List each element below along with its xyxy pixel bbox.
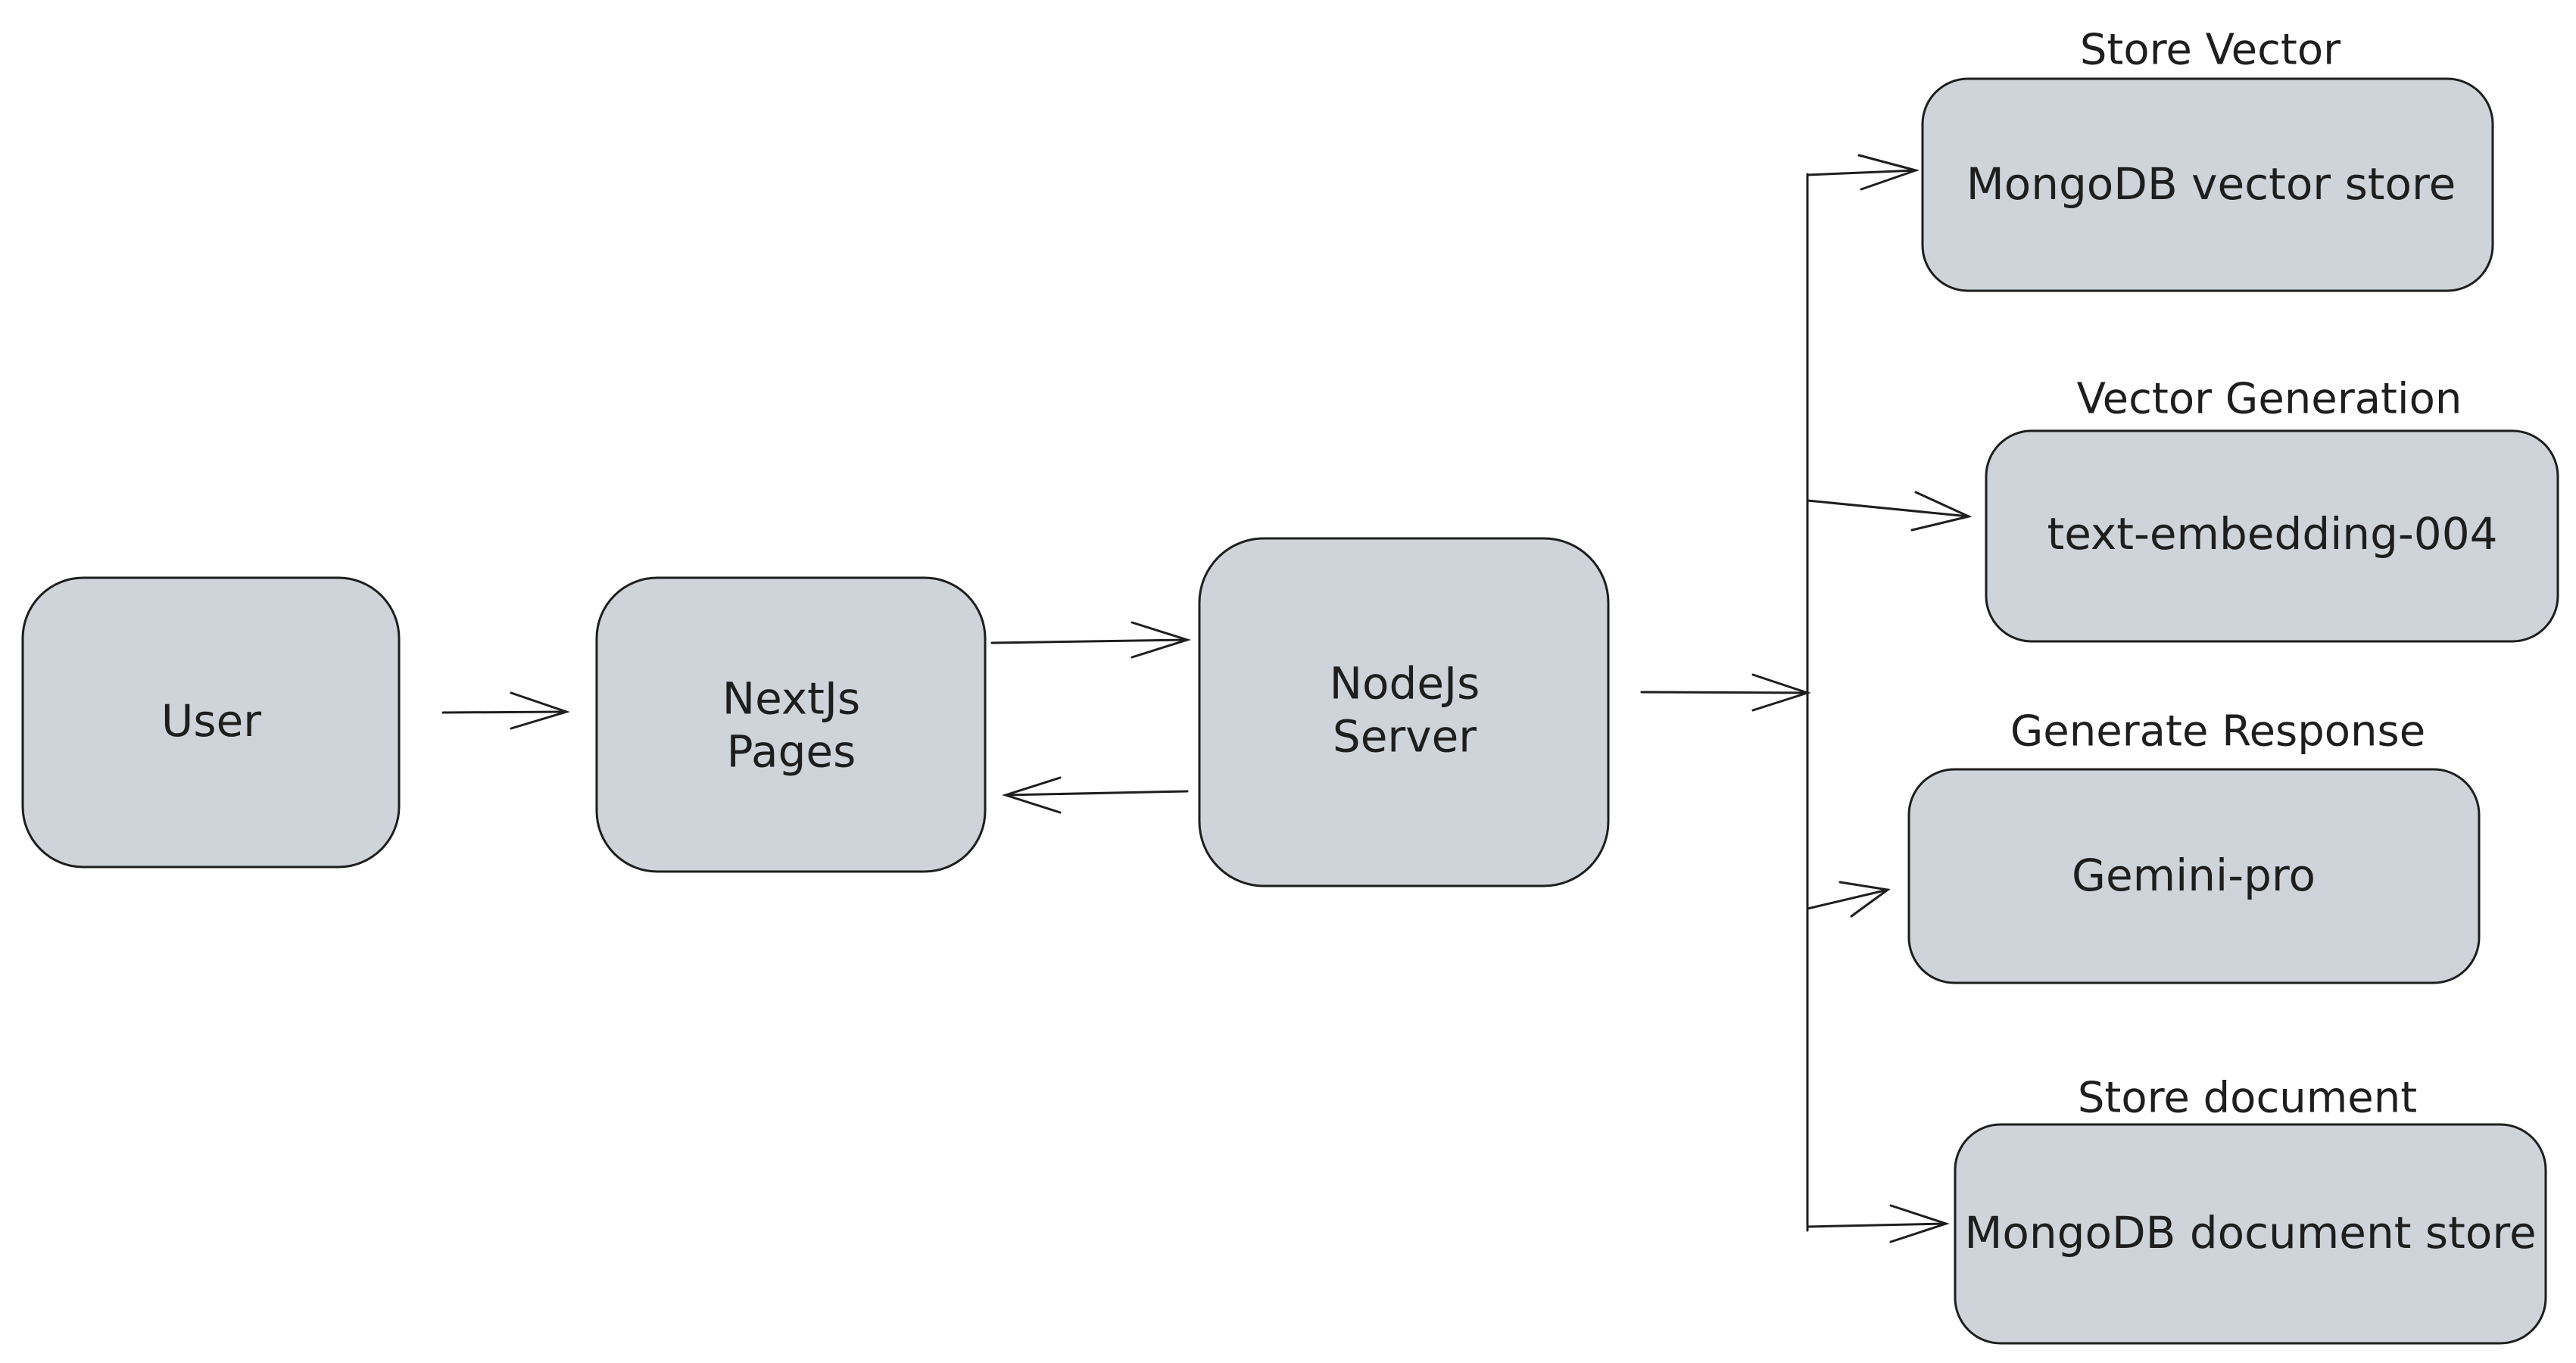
- to-gemini-arrow: [1806, 881, 1891, 918]
- text-embedding-label: text-embedding-004: [2047, 508, 2498, 560]
- user-to-nextjs-arrow: [441, 691, 570, 730]
- nodejs-to-services-arrow: [1640, 673, 1811, 712]
- mongodb-vector-store-label: MongoDB vector store: [1966, 158, 2456, 211]
- user-box[interactable]: [21, 576, 401, 869]
- mongodb-document-store-label: MongoDB document store: [1964, 1207, 2537, 1259]
- vector-generation-caption: Vector Generation: [2076, 374, 2462, 424]
- nextjs-label-line2: Pages: [726, 725, 856, 777]
- user-label: User: [161, 695, 262, 747]
- nodejs-label-line2: Server: [1332, 710, 1477, 762]
- nodejs-label-line1: NodeJs: [1329, 657, 1480, 710]
- nodejs-server-label: NodeJs Server: [1330, 657, 1480, 763]
- nextjs-to-nodejs-arrow: [990, 621, 1191, 659]
- to-embedding-arrow: [1806, 491, 1973, 532]
- store-document-caption: Store document: [2077, 1073, 2418, 1123]
- mongodb-document-store-box[interactable]: [1954, 1123, 2547, 1345]
- nodejs-to-nextjs-arrow: [1002, 776, 1189, 814]
- nodejs-server-box[interactable]: [1198, 537, 1610, 887]
- gemini-pro-box[interactable]: [1907, 768, 2481, 984]
- store-vector-caption: Store Vector: [2079, 25, 2341, 75]
- text-embedding-box[interactable]: [1985, 429, 2559, 643]
- generate-response-caption: Generate Response: [2010, 706, 2426, 756]
- nextjs-pages-label: NextJs Pages: [722, 672, 860, 778]
- to-document-store-arrow: [1806, 1204, 1950, 1243]
- to-vector-store-arrow: [1806, 154, 1920, 191]
- mongodb-vector-store-box[interactable]: [1921, 77, 2494, 292]
- nextjs-pages-box[interactable]: [595, 576, 987, 873]
- nextjs-label-line1: NextJs: [722, 672, 861, 725]
- gemini-pro-label: Gemini-pro: [2072, 850, 2316, 902]
